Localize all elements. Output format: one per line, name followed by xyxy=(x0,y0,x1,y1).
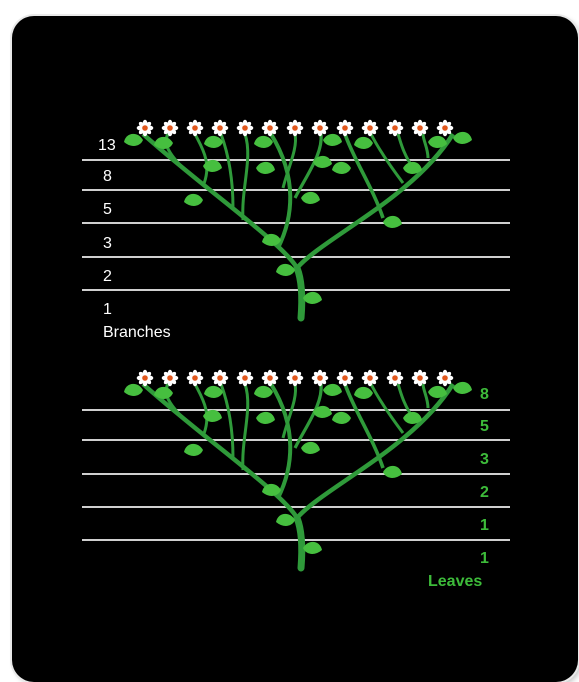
branches-diagram: 13 8 5 3 2 1 Branches xyxy=(82,120,510,341)
leaf-count-5: 5 xyxy=(480,418,489,435)
branch-count-5: 5 xyxy=(103,201,112,218)
leaf-count-3: 3 xyxy=(480,451,489,468)
leaves-caption: Leaves xyxy=(428,573,482,590)
leaf-count-2: 2 xyxy=(480,484,489,501)
branches-caption: Branches xyxy=(103,324,171,341)
branching-plant-icon xyxy=(124,120,472,318)
leaves-diagram: 8 5 3 2 1 1 Leaves xyxy=(82,370,510,590)
branch-count-13: 13 xyxy=(98,137,116,154)
branch-count-2: 2 xyxy=(103,268,112,285)
leaf-count-1b: 1 xyxy=(480,550,489,567)
branch-count-8: 8 xyxy=(103,168,112,185)
leaf-count-8: 8 xyxy=(480,386,489,403)
leaf-count-1a: 1 xyxy=(480,517,489,534)
branch-count-1: 1 xyxy=(103,301,112,318)
leafing-plant-icon xyxy=(124,370,472,568)
branch-count-3: 3 xyxy=(103,235,112,252)
